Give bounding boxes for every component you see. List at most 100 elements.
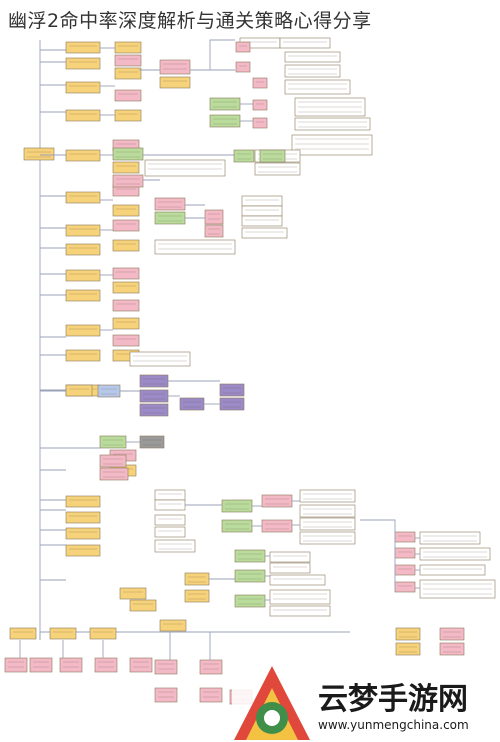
node-37 [159,59,191,75]
node-108 [394,564,416,576]
node-89 [221,519,253,533]
node-39 [112,147,144,161]
node-48 [284,64,341,78]
node-126 [59,657,83,673]
node-129 [154,659,178,675]
node-106 [394,531,416,543]
node-55 [144,159,226,177]
node-73 [139,403,169,417]
node-42 [154,211,186,225]
node-46 [279,37,331,49]
node-40 [112,174,144,188]
node-103 [269,574,326,586]
node-20 [114,67,142,80]
node-66 [209,97,241,111]
node-62 [235,61,251,73]
node-67 [209,114,241,128]
node-74 [179,397,205,411]
node-28 [112,239,140,252]
node-119 [49,627,77,640]
node-111 [419,547,491,561]
node-100 [184,589,210,603]
node-78 [99,435,127,449]
root-node [23,147,55,161]
node-15 [65,511,101,524]
node-88 [221,499,253,513]
node-118 [9,627,37,640]
node-132 [199,687,223,703]
watermark-url: www.yunmengchina.com [318,718,469,732]
node-113 [419,579,496,599]
node-27 [112,219,140,232]
node-58 [241,215,283,227]
node-93 [299,504,356,518]
node-95 [299,531,356,545]
node-63 [252,77,268,89]
node-64 [252,99,268,111]
node-120 [89,627,117,640]
node-90 [261,494,293,508]
connector-line [190,39,235,71]
node-17 [65,544,101,557]
node-104 [269,589,331,605]
node-77 [65,384,93,397]
node-70 [97,384,121,398]
node-60 [154,239,236,255]
node-57 [241,205,283,217]
watermark-name: 云梦手游网 [318,682,468,717]
node-33 [112,334,140,347]
node-49 [284,79,351,95]
node-102 [269,562,311,574]
node-98 [234,594,266,608]
node-2 [65,57,101,70]
node-105 [269,605,331,617]
node-75 [219,383,245,397]
node-117 [439,642,465,656]
node-69 [259,149,286,163]
node-115 [395,642,421,656]
node-31 [112,299,140,312]
node-71 [139,374,169,388]
node-96 [234,549,266,563]
node-68 [233,149,255,163]
node-116 [439,627,465,641]
node-65 [252,117,268,129]
node-76 [219,397,245,411]
node-92 [299,489,356,503]
node-91 [261,519,293,533]
node-61 [235,41,251,53]
node-41 [154,197,186,211]
node-19 [114,54,142,67]
node-101 [269,551,311,563]
node-87 [154,539,196,553]
page-title: 幽浮2命中率深度解析与通关策略心得分享 [8,10,372,32]
node-51 [294,117,371,131]
node-30 [112,281,140,294]
node-16 [65,527,101,540]
node-107 [394,547,416,559]
node-9 [65,269,101,282]
node-99 [184,572,210,586]
node-38 [159,76,191,89]
node-59 [241,227,288,239]
node-8 [65,243,101,256]
node-4 [65,109,101,122]
node-85 [154,514,186,526]
node-11 [65,324,101,337]
node-121 [119,587,147,600]
node-128 [129,657,153,673]
node-82 [129,351,191,367]
node-79 [99,454,127,468]
node-83 [154,489,186,501]
node-44 [204,224,224,238]
connector-line [360,519,396,590]
node-26 [112,204,140,217]
watermark-logo [232,660,500,742]
node-109 [394,581,416,593]
node-50 [294,97,366,117]
node-97 [234,569,266,583]
node-32 [112,317,140,330]
node-21 [114,89,142,102]
node-81 [99,467,129,481]
